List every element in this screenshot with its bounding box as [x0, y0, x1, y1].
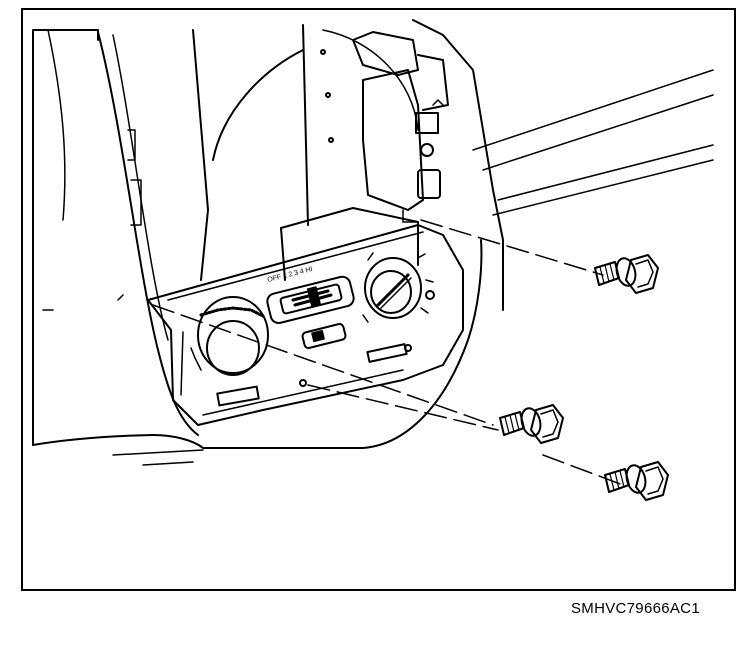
diagram-frame: OFF 1 2 3 4 HI — [21, 8, 736, 591]
door-trim-strip — [412, 19, 714, 311]
leader-lines — [152, 219, 624, 486]
figure-id-label: SMHVC79666AC1 — [571, 600, 700, 617]
upper-bracket — [352, 31, 449, 211]
dashboard-trim-panel — [32, 24, 483, 466]
mounting-bolt — [594, 254, 659, 294]
fan-speed-knob — [362, 252, 435, 323]
hvac-housing — [280, 207, 419, 281]
svg-text:OFF 1 2 3 4 HI: OFF 1 2 3 4 HI — [267, 266, 314, 284]
hvac-control-panel — [147, 224, 464, 426]
mounting-bolt — [499, 404, 564, 444]
mounting-bolt — [604, 461, 669, 501]
mode-slider: OFF 1 2 3 4 HI — [266, 266, 355, 349]
temperature-knob — [190, 296, 269, 376]
